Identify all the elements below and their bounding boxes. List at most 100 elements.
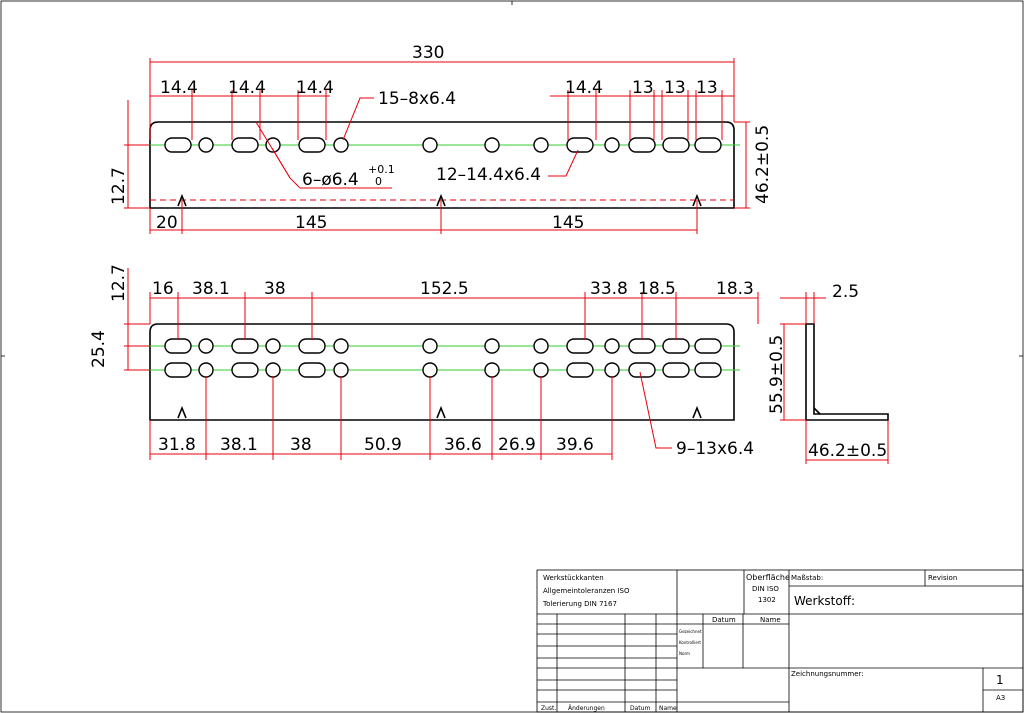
front-hole bbox=[333, 338, 349, 354]
dim-top-7: 13 bbox=[696, 78, 718, 98]
top-plate-outline bbox=[149, 121, 735, 209]
dim-top-2: 14.4 bbox=[228, 78, 266, 98]
tb-drawing-number: Zeichnungsnummer: bbox=[791, 670, 864, 678]
front-hole bbox=[198, 362, 214, 378]
tb-role-3: Norm bbox=[679, 651, 690, 656]
callout-front-slots: 9–13x6.4 bbox=[676, 439, 754, 459]
front-slot bbox=[231, 338, 259, 354]
tb-material: Werkstoff: bbox=[794, 594, 855, 608]
dim-front-bot-39-6: 39.6 bbox=[556, 435, 594, 455]
front-plate-outline bbox=[149, 323, 735, 421]
tb-scale: Maßstab: bbox=[791, 574, 823, 582]
callout-holes-6: 6–ø6.4 bbox=[302, 170, 359, 190]
tb-tolerance-2: Allgemeintoleranzen ISO bbox=[543, 587, 630, 595]
callout-holes-tol-upper: +0.1 bbox=[368, 163, 395, 176]
tb-revision: Revision bbox=[928, 574, 957, 582]
front-hole bbox=[604, 338, 620, 354]
dim-top-1: 14.4 bbox=[160, 78, 198, 98]
top-hole bbox=[422, 137, 438, 153]
dim-front-top-38-1: 38.1 bbox=[192, 279, 230, 299]
front-slot bbox=[566, 338, 594, 354]
top-slot bbox=[164, 137, 192, 153]
dim-front-bot-38: 38 bbox=[290, 435, 312, 455]
angle-profile bbox=[805, 323, 889, 421]
tb-tolerance-3: Tolerierung DIN 7167 bbox=[542, 600, 617, 608]
dim-front-left-25-4: 25.4 bbox=[89, 330, 109, 368]
title-block: Werkstückkanten Allgemeintoleranzen ISO … bbox=[536, 569, 1024, 713]
front-slot bbox=[164, 338, 192, 354]
front-view: 16 38.1 38 152.5 33.8 18.5 18.3 31.8 38.… bbox=[89, 264, 759, 460]
top-hole bbox=[533, 137, 549, 153]
dim-side-height: 55.9±0.5 bbox=[767, 335, 787, 414]
front-slot bbox=[164, 362, 192, 378]
front-slot bbox=[231, 362, 259, 378]
front-slot bbox=[628, 338, 656, 354]
top-hole bbox=[604, 137, 620, 153]
tb-sheet-number: 1 bbox=[996, 673, 1004, 687]
dim-top-6: 13 bbox=[664, 78, 686, 98]
front-hole bbox=[422, 338, 438, 354]
dim-front-top-33-8: 33.8 bbox=[590, 279, 628, 299]
tb-role-2: Kontrolliert bbox=[679, 640, 701, 645]
dim-left-12-7: 12.7 bbox=[109, 167, 129, 205]
top-slot bbox=[566, 137, 594, 153]
top-slot bbox=[662, 137, 690, 153]
front-slot bbox=[662, 362, 690, 378]
dim-front-top-38: 38 bbox=[264, 279, 286, 299]
dim-front-top-16: 16 bbox=[152, 279, 174, 299]
front-hole bbox=[484, 338, 500, 354]
front-hole bbox=[333, 362, 349, 378]
top-hole bbox=[265, 137, 281, 153]
front-hole bbox=[533, 362, 549, 378]
front-hole bbox=[265, 362, 281, 378]
dim-front-bot-50-9: 50.9 bbox=[364, 435, 402, 455]
tb-change-2: Änderungen bbox=[568, 705, 605, 712]
dim-front-left-12-7: 12.7 bbox=[109, 264, 129, 302]
dim-front-top-152-5: 152.5 bbox=[420, 279, 469, 299]
front-slot bbox=[662, 338, 690, 354]
dim-side-thickness: 2.5 bbox=[832, 282, 859, 302]
front-slot bbox=[298, 362, 326, 378]
tb-change-3: Datum bbox=[630, 705, 650, 712]
dim-top-5: 13 bbox=[632, 78, 654, 98]
callout-slots-15: 15–8x6.4 bbox=[378, 89, 456, 109]
front-hole bbox=[198, 338, 214, 354]
side-view: 2.5 55.9±0.5 46.2±0.5 bbox=[767, 282, 889, 464]
front-slot bbox=[694, 362, 722, 378]
top-slot bbox=[231, 137, 259, 153]
front-holes bbox=[164, 338, 722, 378]
tb-change-4: Name bbox=[659, 705, 677, 712]
dim-bottom-20: 20 bbox=[156, 213, 178, 233]
front-hole bbox=[484, 362, 500, 378]
front-slot bbox=[566, 362, 594, 378]
dim-front-bot-31-8: 31.8 bbox=[158, 435, 196, 455]
dim-front-top-18-3: 18.3 bbox=[716, 279, 754, 299]
callout-holes-tol-lower: 0 bbox=[375, 175, 382, 188]
dim-front-bot-38-1: 38.1 bbox=[220, 435, 258, 455]
tb-tolerance-1: Werkstückkanten bbox=[543, 574, 604, 582]
tb-date-header: Datum bbox=[712, 616, 736, 624]
top-hole bbox=[198, 137, 214, 153]
dim-side-width: 46.2±0.5 bbox=[808, 441, 887, 461]
front-hole bbox=[422, 362, 438, 378]
top-slot bbox=[628, 137, 656, 153]
front-slot bbox=[628, 362, 656, 378]
tb-role-1: Gezeichnet bbox=[679, 629, 702, 634]
tb-change-1: Zust. bbox=[541, 705, 556, 712]
top-slot bbox=[694, 137, 722, 153]
dim-right-46-2: 46.2±0.5 bbox=[753, 125, 773, 204]
dim-bottom-145a: 145 bbox=[295, 213, 327, 233]
tb-surface-3: 1302 bbox=[758, 596, 776, 604]
dim-bottom-145b: 145 bbox=[552, 213, 584, 233]
dim-front-bot-36-6: 36.6 bbox=[444, 435, 482, 455]
dim-front-bot-26-9: 26.9 bbox=[498, 435, 536, 455]
dim-overall-330: 330 bbox=[412, 43, 444, 63]
front-hole bbox=[265, 338, 281, 354]
tb-surface-2: DIN ISO bbox=[752, 585, 779, 593]
top-holes bbox=[164, 137, 722, 153]
top-view: 330 14.4 14.4 14.4 14.4 13 13 13 15–8x6.… bbox=[109, 43, 773, 234]
tb-name-header: Name bbox=[760, 616, 781, 624]
front-slot bbox=[694, 338, 722, 354]
top-hole bbox=[333, 137, 349, 153]
